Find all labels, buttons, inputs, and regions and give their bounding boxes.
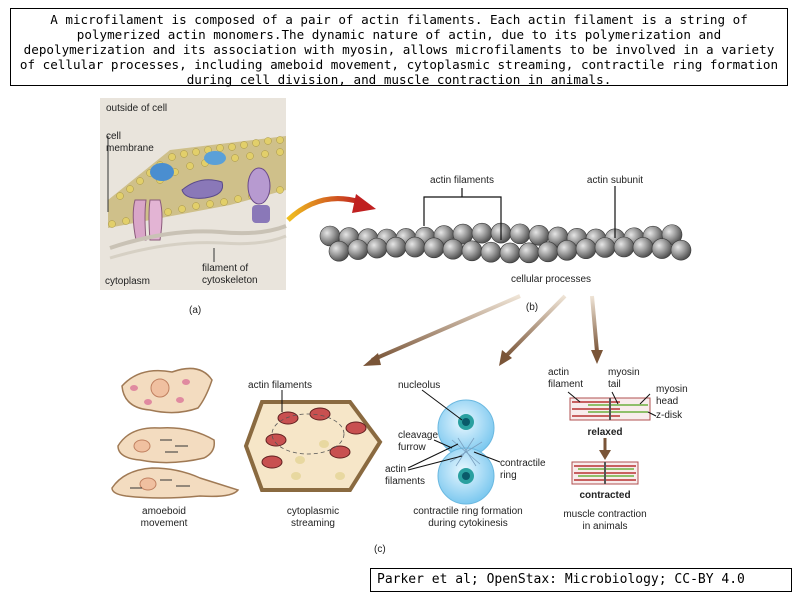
actin-subunit-bead bbox=[632, 237, 654, 258]
contract-arrow-head bbox=[599, 450, 611, 460]
label-contracted: contracted bbox=[579, 490, 630, 501]
actin-subunit-bead bbox=[328, 240, 350, 262]
label-furrow: furrow bbox=[398, 442, 427, 453]
actin-subunit-bead bbox=[480, 241, 502, 263]
label-relaxed: relaxed bbox=[587, 427, 622, 438]
cleavage-leader bbox=[433, 439, 453, 449]
label-streaming-actin: actin filaments bbox=[248, 380, 312, 391]
caption-box: A microfilament is composed of a pair of… bbox=[10, 8, 788, 87]
label-movement: movement bbox=[141, 518, 188, 529]
actin-subunit-bead bbox=[594, 237, 616, 258]
label-filament-m: filament bbox=[548, 379, 583, 390]
label-ring-formation: contractile ring formation bbox=[413, 506, 523, 517]
actin-subunit-bead bbox=[518, 242, 540, 264]
label-ring: ring bbox=[500, 470, 517, 481]
label-muscle: muscle contraction bbox=[563, 509, 646, 520]
pink-channel bbox=[132, 199, 163, 241]
panel-c: amoeboid movement actin filaments cytopl… bbox=[111, 367, 688, 555]
actin-subunit-bead bbox=[651, 238, 673, 259]
panel-b: actin filaments actin subunit cellular p… bbox=[319, 175, 692, 313]
amoeba-cells bbox=[111, 367, 240, 499]
actin-subunit-bead bbox=[613, 236, 635, 258]
label-myosin-head-1: myosin bbox=[656, 384, 688, 395]
label-cytokinesis: during cytokinesis bbox=[428, 518, 507, 529]
label-outside: outside of cell bbox=[106, 103, 167, 114]
label-actin: actin bbox=[385, 464, 406, 475]
myosin-tail-leader bbox=[611, 391, 619, 405]
arrow-head bbox=[591, 350, 603, 364]
label-nucleolus: nucleolus bbox=[398, 380, 440, 391]
actin-subunit-bead bbox=[556, 240, 578, 261]
label-filament-of: filament of bbox=[202, 263, 248, 274]
label-contractile: contractile bbox=[500, 458, 546, 469]
label-b: (b) bbox=[526, 302, 538, 313]
cytoskeleton-filament bbox=[109, 224, 287, 250]
label-cleavage: cleavage bbox=[398, 430, 438, 441]
label-cytoplasm: cytoplasm bbox=[105, 276, 150, 287]
cytoskeleton-filament bbox=[109, 234, 287, 260]
label-streaming: streaming bbox=[291, 518, 335, 529]
arrow-head bbox=[499, 350, 512, 366]
label-cytoplasmic: cytoplasmic bbox=[287, 506, 339, 517]
actin-subunit-bead bbox=[423, 237, 445, 259]
label-myosin-tail-1: myosin bbox=[608, 367, 640, 378]
label-zdisk: z-disk bbox=[656, 410, 683, 421]
credit-text: Parker et al; OpenStax: Microbiology; CC… bbox=[377, 572, 745, 587]
credit-box: Parker et al; OpenStax: Microbiology; CC… bbox=[370, 568, 792, 592]
myosin-head-leader bbox=[639, 393, 651, 405]
dividing-cell bbox=[437, 399, 495, 505]
label-cell: cell bbox=[106, 131, 121, 142]
label-cellular-processes: cellular processes bbox=[511, 274, 591, 285]
actin-subunit-bead bbox=[347, 239, 369, 260]
label-myosin-tail-2: tail bbox=[608, 379, 621, 390]
actin-filament-leader bbox=[567, 391, 581, 403]
curved-arrow-head bbox=[352, 194, 376, 213]
purple-protein bbox=[181, 179, 224, 199]
streaming-cell bbox=[243, 400, 383, 492]
label-actin-m: actin bbox=[548, 367, 569, 378]
label-actin-filaments: actin filaments bbox=[430, 175, 494, 186]
label-cytoskeleton: cytoskeleton bbox=[202, 275, 258, 286]
actin-beads-bottom-row bbox=[328, 236, 692, 264]
label-a: (a) bbox=[189, 305, 201, 316]
actin-subunit-bead bbox=[404, 236, 426, 258]
panel-a: outside of cell cell membrane cytoplasm … bbox=[100, 98, 287, 316]
label-filaments: filaments bbox=[385, 476, 425, 487]
actin-subunit-bead bbox=[385, 236, 407, 258]
label-membrane: membrane bbox=[106, 143, 154, 154]
actin-subunit-bead bbox=[537, 241, 559, 263]
ring-leader bbox=[473, 451, 501, 463]
blue-protein bbox=[150, 163, 174, 181]
actin-subunit-bead bbox=[461, 240, 483, 262]
caption-text: A microfilament is composed of a pair of… bbox=[19, 12, 779, 87]
arrow-head bbox=[363, 353, 381, 366]
actin-subunit-bead bbox=[509, 223, 531, 245]
curved-arrow bbox=[286, 196, 361, 222]
label-in-animals: in animals bbox=[582, 521, 627, 532]
sarcomere-relaxed bbox=[569, 397, 651, 421]
actin-subunit-bead bbox=[499, 242, 521, 264]
sarcomere-contracted bbox=[571, 461, 639, 485]
actin-subunit-bead bbox=[471, 222, 493, 244]
actin-subunit-bead bbox=[442, 238, 464, 260]
actin-leader bbox=[407, 443, 459, 469]
label-myosin-head-2: head bbox=[656, 396, 678, 407]
channel-protein bbox=[247, 167, 271, 205]
nucleolus-leader bbox=[421, 389, 463, 421]
process-arrows bbox=[363, 294, 603, 366]
blue-protein bbox=[204, 151, 226, 165]
actin-subunit-bead bbox=[575, 238, 597, 260]
label-actin-subunit: actin subunit bbox=[587, 175, 643, 186]
actin-leader bbox=[407, 455, 463, 471]
actin-subunit-bead bbox=[366, 237, 388, 259]
actin-subunit-bead bbox=[670, 239, 692, 261]
zdisk-leader bbox=[647, 411, 657, 417]
label-c: (c) bbox=[374, 544, 386, 555]
label-amoeboid: amoeboid bbox=[142, 506, 186, 517]
protein-foot bbox=[252, 205, 270, 223]
